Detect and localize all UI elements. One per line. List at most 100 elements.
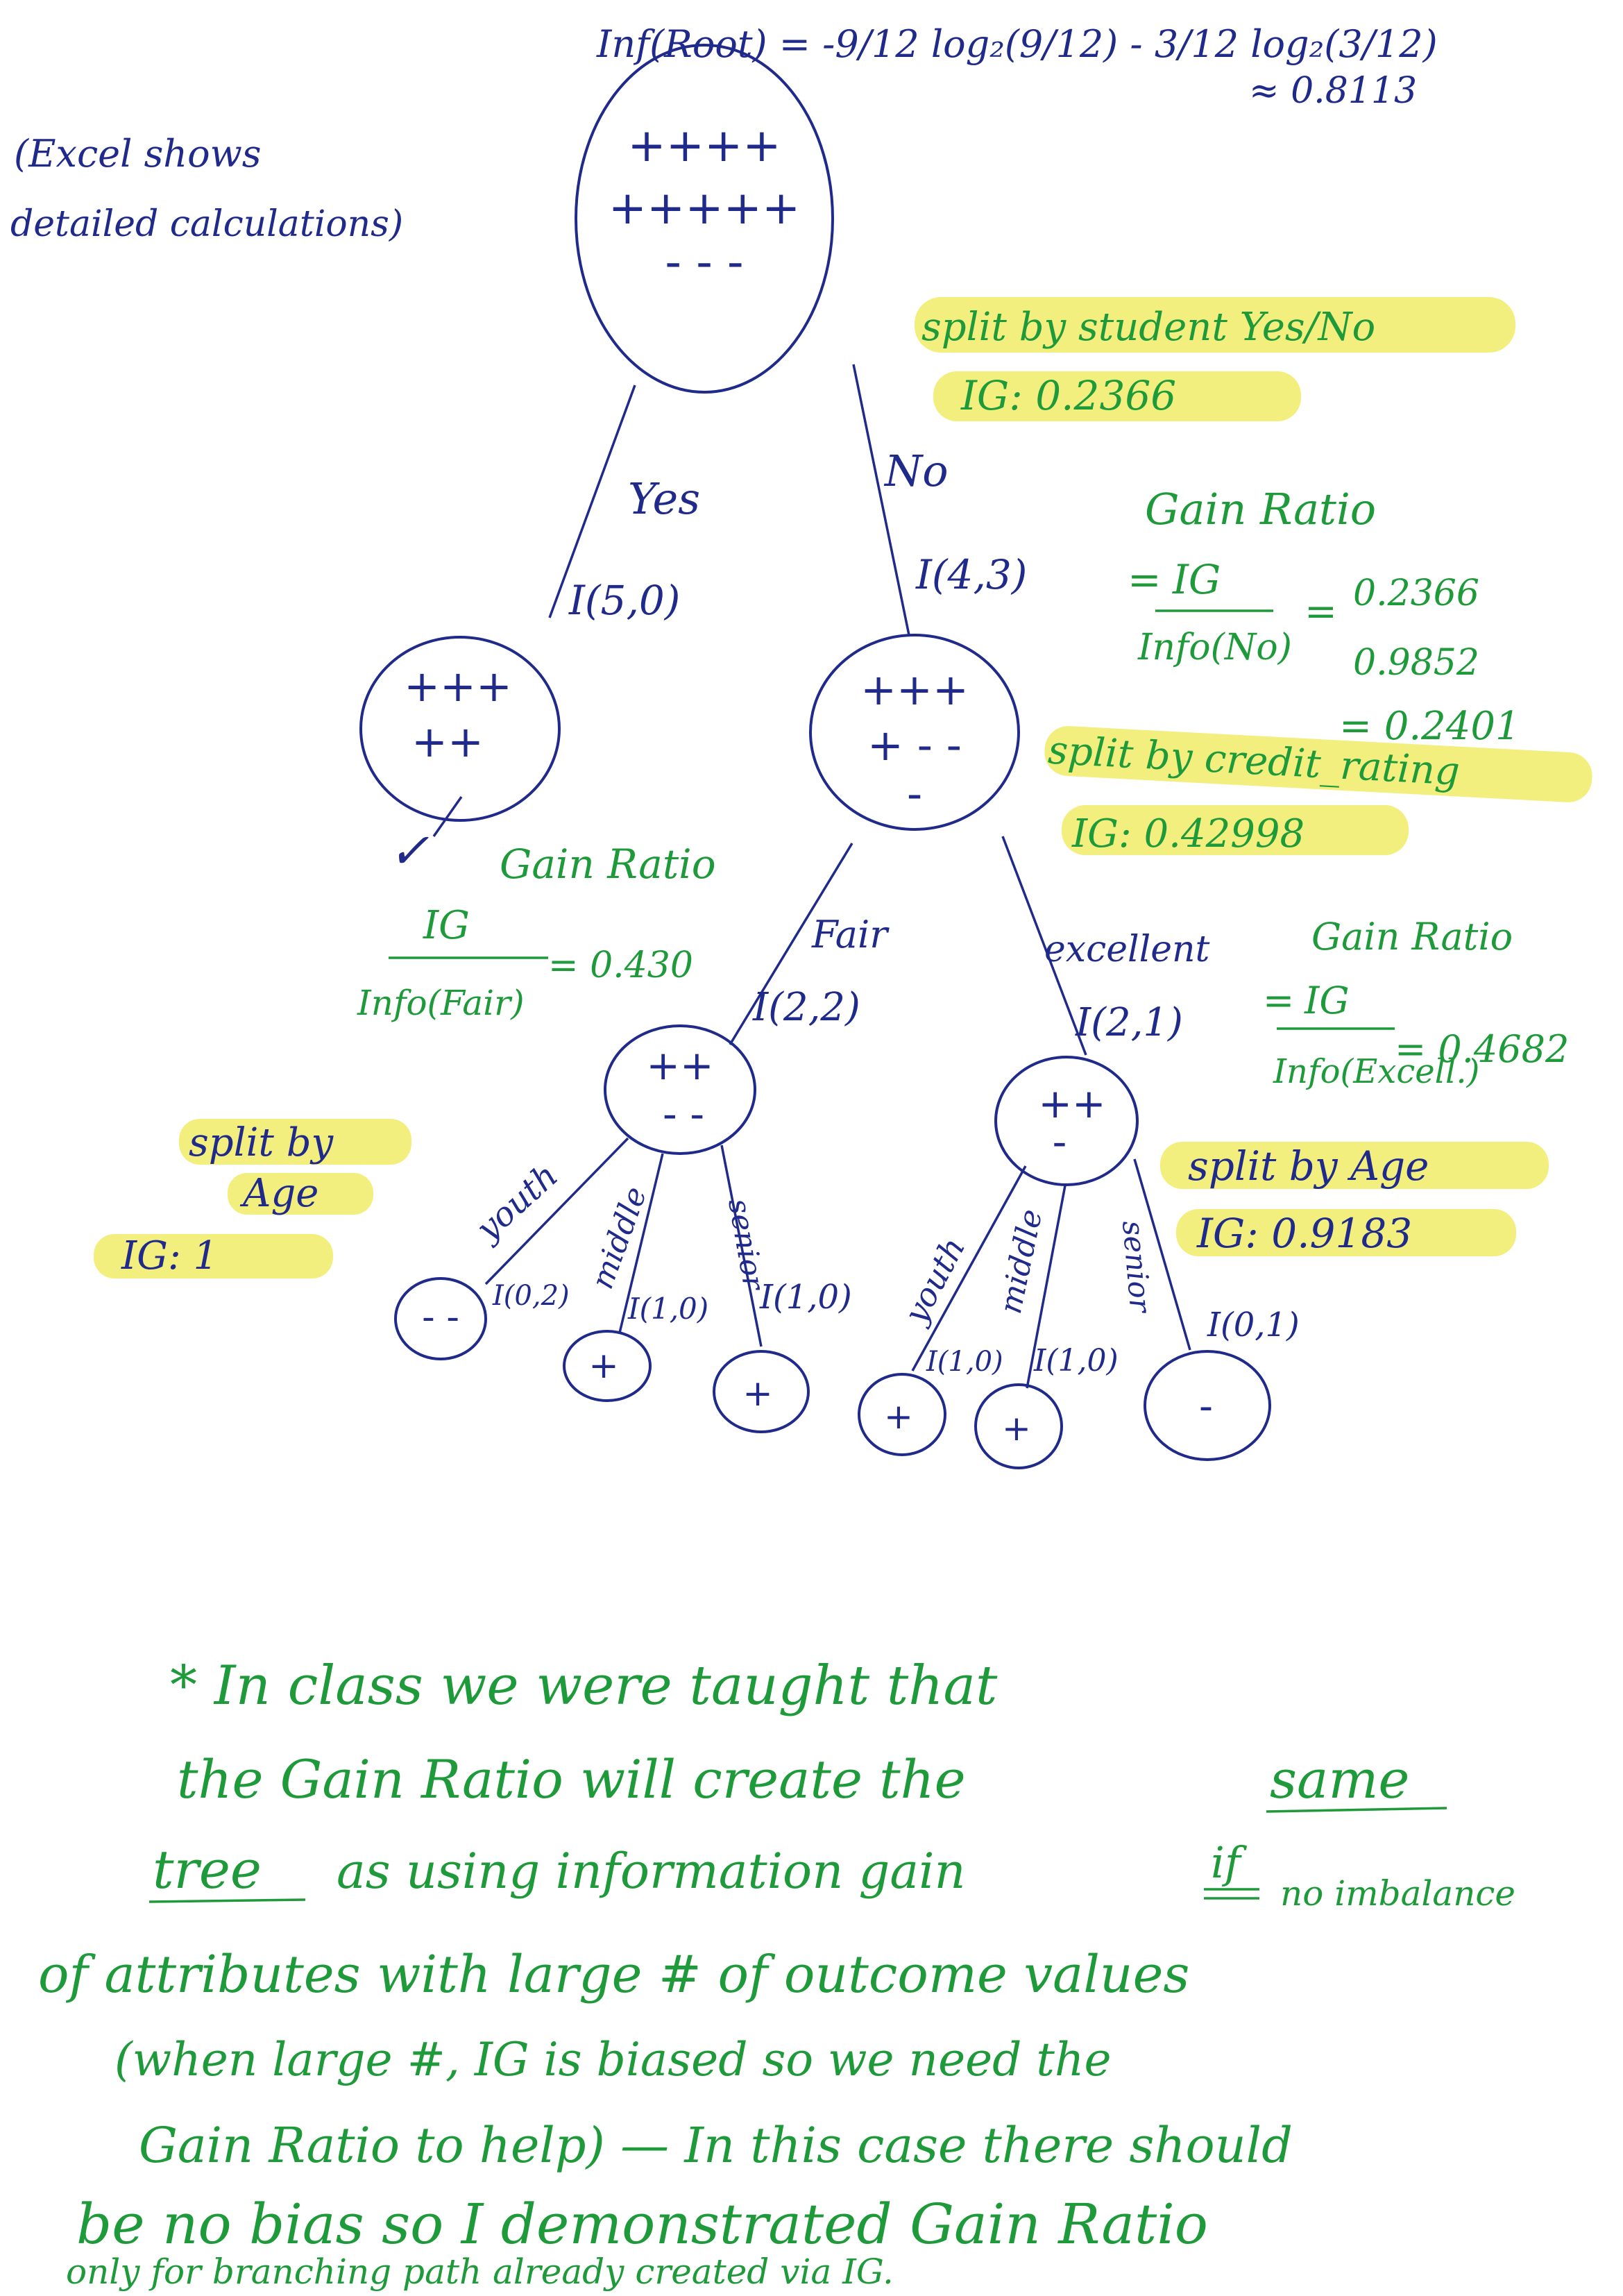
edge-excellent-label: excellent [1044,929,1210,970]
footnote-line1: * In class we were taught that [170,1655,998,1717]
leaf-excellent-senior [1144,1350,1271,1461]
root-node-row1: ++++ [627,119,781,172]
gain-ratio-no-result: = 0.2401 [1339,704,1520,749]
edge-fair-youth [484,1137,629,1285]
edge-no-label: No [883,446,949,496]
split-age-right-ig: IG: 0.9183 [1196,1210,1412,1257]
edge-root-yes [548,385,636,618]
gain-ratio-fair-result: = 0.430 [548,945,693,986]
footnote-line5: (when large #, IG is biased so we need t… [114,2033,1112,2086]
excellent-node-row2: - [1053,1118,1067,1165]
split-age-left-ig: IG: 1 [121,1233,218,1278]
root-entropy-value: ≈ 0.8113 [1249,70,1417,112]
edge-excellent-senior [1133,1158,1191,1351]
leaf-excellent-middle-value: + [1002,1408,1031,1449]
highlight-split-age-right [1160,1142,1549,1189]
footnote-line7: be no bias so I demonstrated Gain Ratio [76,2192,1208,2256]
edge-fair-label: Fair [811,913,890,956]
no-node [809,634,1020,831]
leaf-excellent-middle [974,1383,1063,1469]
leaf-excellent-senior-value: - [1199,1384,1213,1429]
gain-ratio-no-eq2: = [1305,589,1337,634]
leaf-fair-senior [713,1350,810,1433]
leaf-fair-middle-value: + [588,1345,619,1387]
edge-excellent-youth [911,1165,1027,1371]
highlight-ig-left [94,1234,333,1278]
gain-ratio-fair-num: IG [423,903,470,948]
footnote-same-underline [1266,1807,1447,1813]
highlight-ig-student [933,371,1301,421]
excellent-senior-info: I(0,1) [1207,1306,1300,1344]
gain-ratio-excellent-title: Gain Ratio [1311,915,1513,959]
root-node-row2: +++++ [609,181,801,235]
leaf-fair-youth-value: - - [422,1297,459,1338]
fair-node [604,1024,756,1155]
highlight-split-age-left-2 [228,1173,373,1215]
check-mark-icon: ✓ [389,822,430,879]
split-student-ig: IG: 0.2366 [960,372,1176,419]
split-student-label: split by student Yes/No [921,305,1375,350]
gain-ratio-no-num: IG [1172,556,1221,603]
leaf-fair-senior-value: + [742,1373,773,1415]
no-node-row3: - [907,768,922,819]
yes-to-check-line [432,795,463,838]
highlight-ig-credit [1062,805,1409,855]
highlight-split-credit [1044,726,1592,802]
split-age-right-label: split by Age [1188,1142,1429,1190]
gain-ratio-no-eq: = [1128,556,1162,603]
fair-node-row1: ++ [646,1042,713,1089]
yes-node-row2: ++ [411,716,484,767]
excellent-senior-label: senior [1116,1219,1158,1316]
split-credit-ig: IG: 0.42998 [1071,811,1305,856]
gain-ratio-no-title: Gain Ratio [1145,484,1376,534]
leaf-fair-middle [563,1330,652,1402]
fair-youth-label: youth [468,1156,566,1250]
gain-ratio-excellent-den: Info(Excell.) [1273,1052,1479,1091]
leaf-fair-youth [394,1277,487,1360]
fair-middle-info: I(1,0) [627,1292,708,1326]
highlight-split-age-left-1 [179,1119,411,1165]
footnote-if-underline [1204,1888,1259,1900]
yes-node [359,636,561,822]
no-node-row1: +++ [860,664,969,715]
highlight-split-student [915,297,1515,353]
gain-ratio-no-val-num: 0.2366 [1353,573,1479,614]
highlight-ig-right [1176,1209,1516,1256]
footnote-line3-d: no imbalance [1280,1873,1515,1914]
gain-ratio-excellent-result: = 0.4682 [1395,1027,1569,1071]
root-entropy-formula: Inf(Root) = -9/12 log₂(9/12) - 3/12 log₂… [596,22,1438,66]
split-age-left-line2: Age [239,1171,318,1216]
root-node-row3: - - - [665,235,743,289]
edge-no-info: I(4,3) [915,551,1027,598]
edge-no-fair [729,843,853,1045]
gain-ratio-excellent-num: IG [1304,979,1349,1022]
footnote-line2-b: same [1270,1748,1409,1810]
gain-ratio-fair-den: Info(Fair) [357,983,525,1023]
fair-node-row2: - - [663,1090,704,1138]
split-age-left-line1: split by [189,1120,334,1165]
edge-fair-senior [720,1145,763,1347]
gain-ratio-excellent-eq: = [1263,979,1294,1022]
gain-ratio-fair-title: Gain Ratio [500,841,716,888]
edge-excellent-middle [1026,1185,1067,1389]
excellent-node-row1: ++ [1038,1080,1105,1127]
footnote-line4: of attributes with large # of outcome va… [38,1945,1189,2004]
footnote-line2-a: the Gain Ratio will create the [177,1748,966,1810]
footnote-tree-underline [148,1898,306,1903]
gain-ratio-no-val-den: 0.9852 [1353,642,1479,684]
leaf-excellent-youth-value: + [884,1396,913,1437]
leaf-excellent-youth [858,1373,946,1456]
edge-root-no [852,364,910,636]
edge-yes-info: I(5,0) [568,577,680,624]
edge-yes-label: Yes [628,473,700,524]
footnote-line3-b: as using information gain [337,1843,966,1900]
footnote-line3-a: tree [153,1839,262,1900]
gain-ratio-no-den: Info(No) [1137,627,1292,668]
yes-node-row1: +++ [404,661,512,711]
excellent-youth-info: I(1,0) [926,1346,1003,1378]
excellent-node [994,1056,1139,1186]
edge-fair-middle [618,1153,664,1333]
edge-no-excellent [1001,836,1087,1056]
